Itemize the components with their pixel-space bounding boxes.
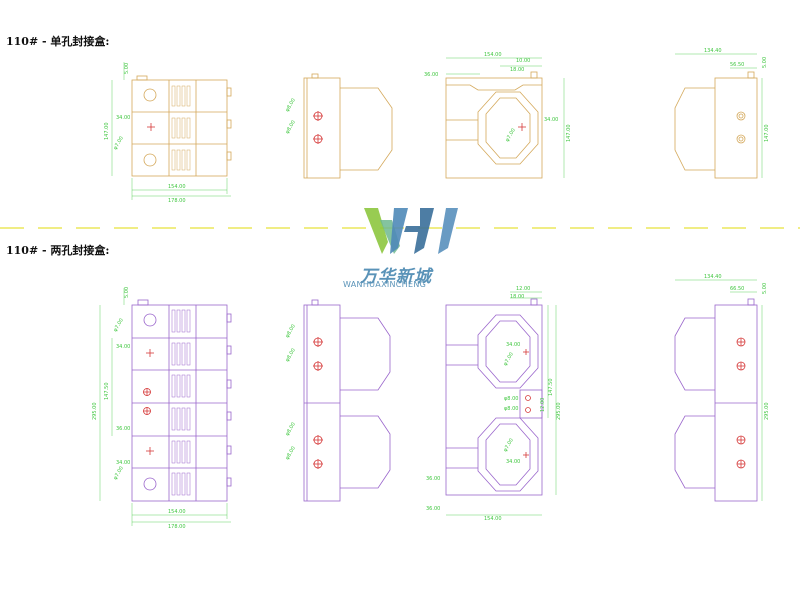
dim2-iso-width: 154.00	[484, 516, 502, 522]
dim-side-hole-a: φ8.00	[285, 97, 297, 113]
dim2-hole-b: 36.00	[116, 426, 130, 432]
single-side-view	[303, 73, 393, 179]
dim2-side-c: φ8.00	[285, 421, 297, 437]
single-dimension-texts: 154.00 178.00 147.00 5.00 34.00 φ7.00 φ8…	[104, 48, 770, 204]
double-iso-holes	[523, 349, 531, 458]
dim2-hole-c: 34.00	[116, 460, 130, 466]
single-dimension-lines	[111, 53, 763, 200]
dim-iso-top-b: 18.00	[510, 67, 524, 73]
double-iso-view	[445, 298, 543, 496]
dim2-back-width: 134.40	[704, 274, 722, 280]
dim2-front-width-outer: 178.00	[168, 524, 186, 530]
dim-iso-hole: 34.00	[544, 117, 558, 123]
dim-hole-size: 34.00	[116, 115, 130, 121]
dim-front-width-outer: 178.00	[168, 198, 186, 204]
dim-front-top: 5.00	[124, 63, 130, 74]
dim2-iso-mid-b: φ8.00	[504, 406, 518, 412]
dim2-back-height: 295.00	[764, 403, 770, 421]
dim-iso-top-a: 10.00	[516, 58, 530, 64]
double-side-holes	[313, 337, 323, 469]
dim2-iso-top-b: 18.00	[510, 294, 524, 300]
dim-iso-dia: φ7.00	[505, 127, 517, 143]
dim2-iso-h-a: 147.50	[548, 379, 554, 397]
single-front-view	[131, 75, 232, 177]
dim-iso-left: 36.00	[424, 72, 438, 78]
logo-subtitle: WANHUAXINCHENG	[343, 280, 427, 289]
dim2-iso-top-a: 12.00	[516, 286, 530, 292]
dim-hole-dia: φ7.00	[113, 135, 125, 151]
dim2-iso-mid-dim: 12.00	[540, 398, 546, 412]
double-side-view	[303, 299, 391, 502]
logo-name: 万华新城	[360, 267, 432, 287]
dim-back-height: 147.00	[764, 125, 770, 143]
dim2-dia-a: φ7.00	[113, 317, 125, 333]
dim2-front-h2: 147.50	[104, 383, 110, 401]
dim2-iso-bottom: 36.00	[426, 506, 440, 512]
dim2-front-height: 295.00	[92, 403, 98, 421]
single-iso-hole	[518, 123, 526, 131]
dim-back-top: 5.00	[762, 57, 768, 68]
wanhua-logo-icon	[364, 208, 458, 254]
dim2-side-b: φ8.00	[285, 347, 297, 363]
dim-back-width: 134.40	[704, 48, 722, 54]
double-front-holes	[143, 349, 154, 455]
dim-iso-height: 147.00	[566, 125, 572, 143]
double-back-view	[674, 298, 758, 502]
dim2-side-a: φ8.00	[285, 323, 297, 339]
dim2-back-inner: 66.50	[730, 286, 744, 292]
dim2-front-width-inner: 154.00	[168, 509, 186, 515]
single-side-holes	[313, 111, 323, 144]
dim2-iso-mid-a: φ8.00	[504, 396, 518, 402]
dim2-side-d: φ8.00	[285, 445, 297, 461]
dim2-iso-dia-b: φ7.00	[503, 437, 515, 453]
dim-back-inner: 56.50	[730, 62, 744, 68]
single-front-hole	[147, 123, 155, 131]
dim2-front-top: 5.00	[124, 287, 130, 298]
double-dimension-lines	[99, 279, 763, 526]
dim-front-width-inner: 154.00	[168, 184, 186, 190]
dim2-iso-hole-a: 34.00	[506, 342, 520, 348]
dim-side-hole-b: φ8.00	[285, 119, 297, 135]
double-back-holes	[736, 337, 746, 469]
dim2-iso-left: 36.00	[426, 476, 440, 482]
section-title-double-hole: 110# - 两孔封接盒:	[6, 244, 110, 257]
dim-front-height: 147.00	[104, 123, 110, 141]
dim2-iso-dia-a: φ7.00	[503, 351, 515, 367]
dim2-hole-a: 34.00	[116, 344, 130, 350]
single-iso-view	[445, 71, 543, 179]
dim-iso-width: 154.00	[484, 52, 502, 58]
single-back-view	[674, 71, 758, 179]
section-title-single-hole: 110# - 单孔封接盒:	[6, 35, 110, 48]
dim2-back-top: 5.00	[762, 283, 768, 294]
dim2-dia-b: φ7.00	[113, 465, 125, 481]
dim2-iso-hole-b: 34.00	[506, 459, 520, 465]
double-dimension-texts: 154.00 178.00 295.00 147.50 5.00 34.00 3…	[92, 274, 770, 530]
dim2-iso-h-b: 295.00	[556, 403, 562, 421]
double-front-view	[131, 299, 232, 502]
